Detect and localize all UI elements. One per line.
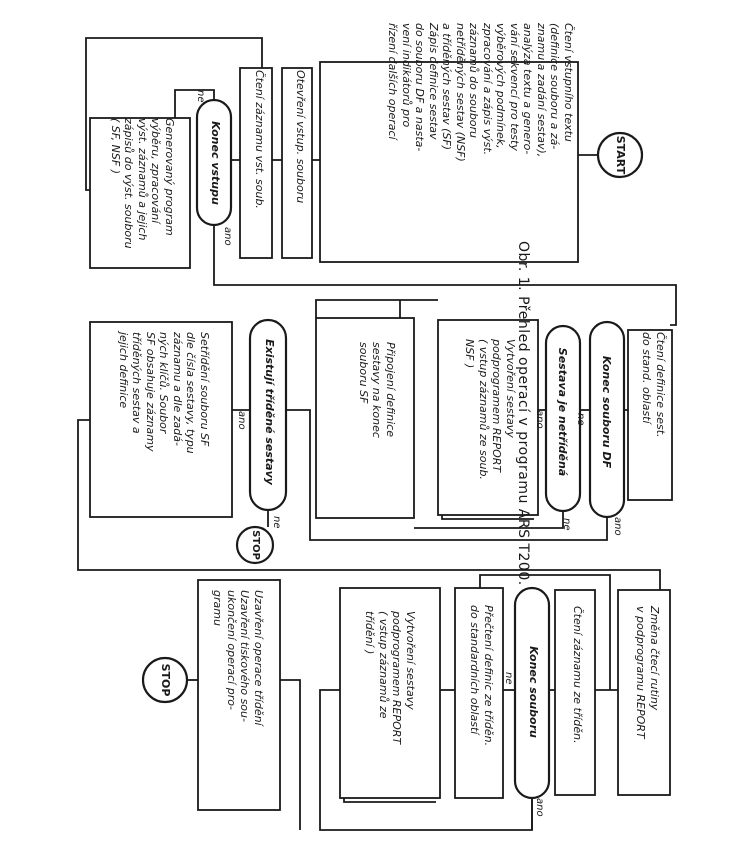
attach-text: Připojení definice sestavy na konec soub… [357,342,397,438]
box-generated [89,117,191,269]
box-read-input [319,61,579,263]
box-open-input [281,67,313,259]
end-input-yes-tag: ano [222,227,233,246]
change-text: Změna čtecí rutiny v podprogramu REPORT [634,606,662,739]
box-change [617,589,671,796]
figure-caption: Obr. 1. Přehled operací v programu ARS T… [515,241,531,586]
read-record-text: Čtení záznamu vst. soub. [253,70,266,209]
end-input-text: Konec vstupu [209,121,222,205]
stop-label-3: STOP [159,663,172,697]
end-df-no-tag: ne [575,413,586,426]
box-read-record [239,67,273,259]
end-df-text: Konec souboru DF [600,355,613,469]
end-file-yes-tag: ano [534,798,545,817]
box-read-sorted [554,589,596,796]
start-label-1: START [614,135,627,175]
box-attach [315,317,415,519]
unsorted-text: Sestava je netříděná [556,347,569,477]
end-file-no-tag: ne [503,672,514,685]
exist-no-tag: ne [271,516,282,529]
close-text: Uzavření operace třídění Uzavření tiskov… [211,590,266,726]
exist-sorted-text: Existují tříděné sestavy [263,339,276,485]
end-input-no-tag: ne [195,90,206,103]
end-df-yes-tag: ano [612,517,623,536]
open-input-text: Otevření vstup. souboru [294,70,307,204]
read-input-text: Čtení vstupního textu (definice souboru … [386,23,576,162]
box-close [197,579,281,811]
box-report-2 [437,319,539,516]
report-2-text: Vytvoření sestavy podprogramem REPORT ( … [463,339,518,480]
exist-yes-tag: ano [236,411,247,430]
term-stop-2 [235,525,275,565]
read-sorted-text: Čtení záznamu ze tříděn. [571,606,584,744]
unsorted-yes-tag: ano [534,410,545,429]
box-read-def-3 [454,587,504,799]
box-read-def [627,329,673,501]
unsorted-no-tag: ne [561,518,572,531]
read-def-text: Čtení definice sest. do stand. oblastí [640,332,668,438]
stop-label-2: STOP [250,530,261,560]
read-def-3-text: Přečtení definic ze tříděn. do standardn… [468,605,496,747]
sort-text: Setřídění souboru SF dle čísla sestavy, … [117,332,211,454]
box-sort [89,321,233,518]
box-report-3 [339,587,441,799]
report-3-text: Vytvoření sestavy podprogramem REPORT ( … [363,611,418,745]
generated-text: Generovaný program výběru, zpracování vý… [109,118,176,249]
